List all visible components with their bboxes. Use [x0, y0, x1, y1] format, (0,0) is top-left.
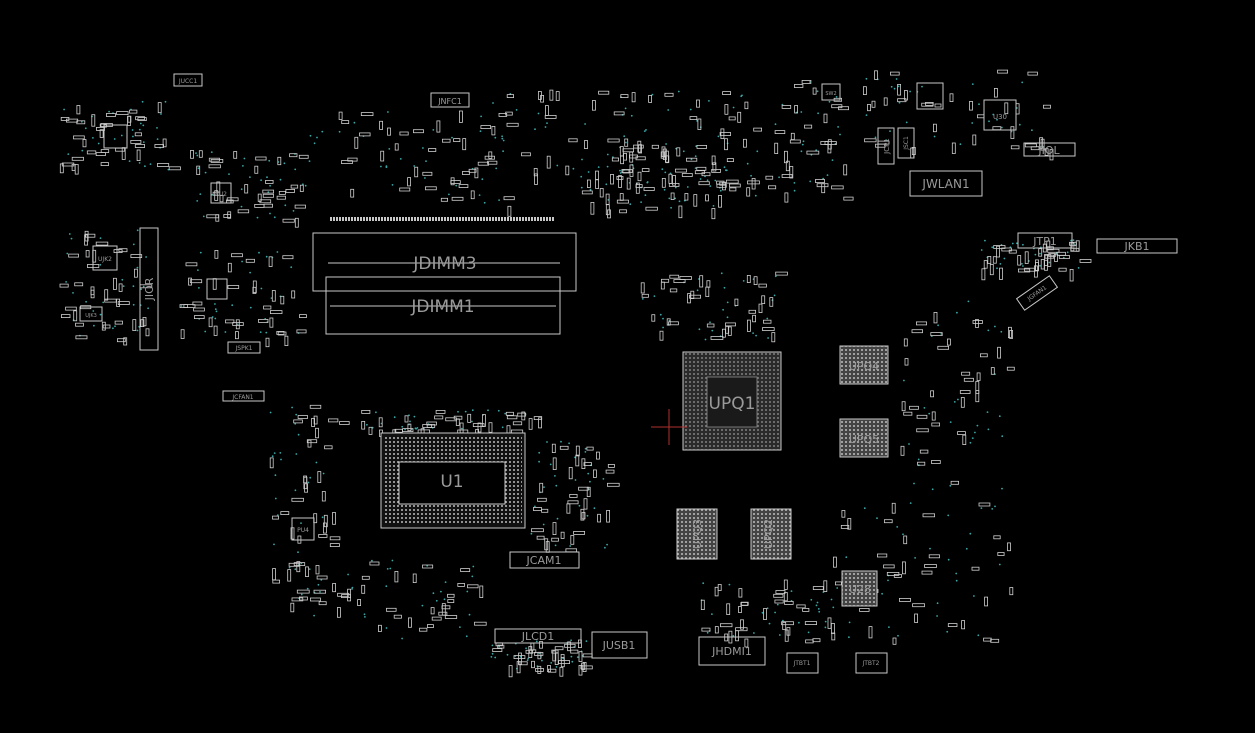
jkb1-connector[interactable] [1096, 238, 1178, 254]
jlcd1-label: JLCD1 [521, 630, 555, 643]
jnfc1-connector[interactable] [430, 92, 470, 108]
upq2-vram[interactable] [750, 508, 792, 560]
sw2-switch[interactable] [821, 83, 841, 101]
jucc1-label: JUCC1 [178, 78, 198, 85]
jcam1-label: JCAM1 [526, 554, 562, 567]
jtp1-label: JTP1 [1032, 235, 1057, 248]
jdimm1-connector[interactable] [325, 276, 561, 335]
jtbt1-label: JTBT1 [792, 660, 810, 667]
jtp1-connector[interactable] [1017, 232, 1073, 249]
crosshair-cursor [651, 409, 687, 445]
jspk1-connector[interactable] [227, 341, 261, 354]
jlcd1-connector[interactable] [494, 628, 582, 644]
upq4-label: UPQ4 [849, 360, 879, 373]
u28-label: U28 [849, 583, 871, 596]
via-dots [63, 77, 1080, 670]
jhdmi1-label: JHDMI1 [711, 645, 752, 658]
jdimm3-label: JDIMM3 [412, 254, 476, 274]
u30-chip[interactable] [983, 99, 1017, 131]
pu3-chip[interactable] [206, 278, 228, 300]
jtbt2-label: JTBT2 [861, 660, 879, 667]
jiol-connector[interactable] [1023, 142, 1076, 157]
upq1-gpu[interactable] [682, 351, 782, 451]
sw2-label: SW2 [825, 91, 836, 97]
jior-connector[interactable] [139, 227, 159, 351]
upq5-vram[interactable] [839, 418, 889, 458]
u1-label: U1 [440, 472, 463, 492]
jcam1-connector[interactable] [509, 551, 580, 569]
jdimm3-connector[interactable] [312, 217, 577, 292]
pu1-chip[interactable] [103, 124, 128, 149]
jkb1-label: JKB1 [1123, 240, 1149, 253]
jtbt2-connector[interactable] [855, 652, 888, 674]
pu4-chip[interactable] [291, 517, 315, 541]
jdimm1-label: JDIMM1 [410, 297, 474, 317]
ujk3-chip[interactable] [79, 306, 103, 322]
jwlan1-connector[interactable] [909, 170, 983, 197]
upq3-label: UPQ3 [691, 519, 704, 549]
pu2-label: PU2 [215, 191, 227, 198]
jgfan1-connector[interactable] [1015, 275, 1059, 311]
jnfc1-label: JNFC1 [437, 97, 462, 106]
jspk1-label: JSPK1 [235, 345, 253, 352]
jcp1-label: JCP1 [883, 138, 891, 155]
u1-cpu[interactable] [380, 432, 526, 529]
jcp1-connector[interactable] [877, 127, 895, 165]
jcfan1-connector[interactable] [222, 390, 265, 402]
jsc1-connector[interactable] [897, 127, 915, 159]
u28-chip[interactable] [841, 570, 878, 607]
jsc1-label: JSC1 [903, 136, 910, 151]
jhdmi1-connector[interactable] [698, 636, 766, 666]
upq3-vram[interactable] [676, 508, 718, 560]
ujk3-label: UJK3 [85, 313, 97, 319]
jiol-label: JIOL [1037, 144, 1060, 157]
jcfan1-label: JCFAN1 [231, 394, 253, 401]
upq1-label: UPQ1 [709, 394, 756, 414]
jgfan1-label: JGFAN1 [1026, 284, 1049, 303]
pu4-label: PU4 [297, 527, 309, 534]
u35-chip[interactable] [916, 82, 944, 110]
upq4-vram[interactable] [839, 345, 889, 385]
ujk2-chip[interactable] [92, 245, 118, 271]
jwlan1-label: JWLAN1 [921, 177, 969, 191]
jusb1-label: JUSB1 [602, 639, 636, 652]
upq5-label: UPQ5 [849, 433, 879, 446]
upq2-label: UPQ2 [762, 519, 775, 549]
u30-label: U30 [993, 113, 1007, 121]
ujk2-label: UJK2 [98, 256, 112, 263]
jusb1-connector[interactable] [591, 631, 648, 659]
pu2-chip[interactable] [210, 182, 232, 204]
jtbt1-connector[interactable] [786, 652, 819, 674]
jior-label: JIOR [143, 277, 156, 301]
passive-components [59, 69, 1092, 678]
jucc1-connector[interactable] [173, 73, 203, 87]
